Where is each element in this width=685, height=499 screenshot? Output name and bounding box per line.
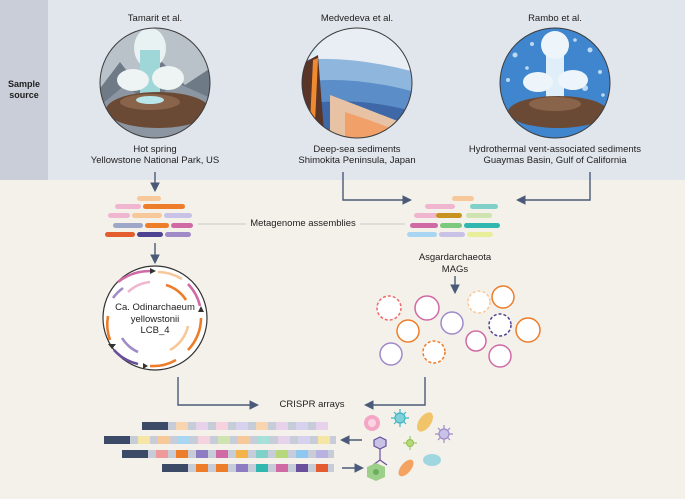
source-site-hot-spring: Hot spring: [133, 144, 177, 155]
source-author-tamarit: Tamarit et al.: [127, 13, 183, 24]
hydrothermal-vent-illustration: [500, 28, 610, 138]
crispr-array-1: [142, 422, 328, 430]
virus-green-polyhedral-icon: [367, 463, 385, 481]
virus-orange-leaf-icon: [398, 459, 414, 477]
virus-icons: [364, 409, 453, 481]
odinarchaeum-genome-label: Ca. Odinarchaeum yellowstonii LCB_4: [115, 302, 195, 336]
source-location-shimokita: Shimokita Peninsula, Japan: [298, 155, 416, 166]
metagenome-assemblies-label: Metagenome assemblies: [250, 218, 356, 229]
virus-teal-oval-icon: [423, 454, 441, 466]
virus-teal-spiky-icon: [391, 409, 409, 427]
crispr-arrays-label: CRISPR arrays: [279, 399, 345, 410]
sample-source-label: Sample source: [0, 0, 48, 180]
right-contig-stack: [407, 196, 500, 237]
deep-sea-sediments-illustration: [302, 28, 412, 138]
mag-circles: [376, 285, 541, 368]
source-author-medvedeva: Medvedeva et al.: [320, 13, 394, 24]
hot-spring-illustration: [100, 28, 210, 138]
source-location-guaymas: Guaymas Basin, Gulf of California: [483, 155, 627, 166]
virus-purple-spiky-icon: [435, 425, 453, 443]
source-location-yellowstone: Yellowstone National Park, US: [90, 155, 220, 166]
virus-green-icon: [403, 436, 417, 450]
flow-arrows: [150, 172, 591, 473]
source-site-hydrothermal: Hydrothermal vent-associated sediments: [468, 144, 642, 155]
source-author-rambo: Rambo et al.: [528, 13, 582, 24]
source-site-deep-sea: Deep-sea sediments: [313, 144, 401, 155]
crispr-array-2: [104, 436, 336, 444]
crispr-arrays: [104, 422, 336, 472]
virus-gold-leaf-icon: [417, 412, 433, 432]
phage-icon: [372, 436, 388, 466]
crispr-array-3: [122, 450, 334, 458]
asgard-mags-label: Asgardarchaeota MAGs: [418, 252, 492, 275]
odinarchaeum-genome-circle: [102, 265, 208, 371]
virus-pink-icon: [364, 415, 380, 431]
left-contig-stack: [105, 196, 193, 237]
crispr-array-4: [162, 464, 334, 472]
